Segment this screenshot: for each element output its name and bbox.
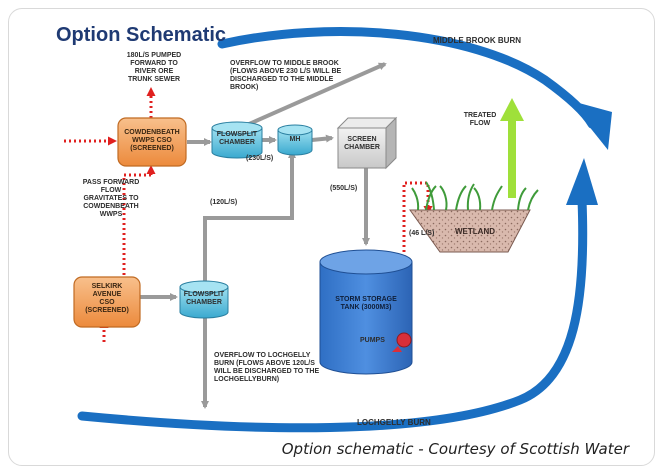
selkirk-node-label: SELKIRK AVENUE CSO (Screened) <box>85 283 129 315</box>
flowsplit-chamber-top <box>211 121 263 159</box>
flowsplit-bottom-label: FLOWSPLIT CHAMBER <box>183 291 225 307</box>
cowdenbeath-node-label: COWDENBEATH WwPS CSO (Screened) <box>124 129 180 153</box>
page-title: Option Schematic <box>56 24 227 46</box>
middle-brook-burn-label: MIDDLE BROOK BURN <box>433 36 521 45</box>
cowdenbeath-cso-node <box>117 117 187 167</box>
flow-46-label: (46 L/S) <box>409 230 435 237</box>
screen-chamber-label: SCREEN CHAMBER <box>344 136 380 152</box>
screen-chamber-cube <box>336 116 398 170</box>
middle-brook-river-arrow <box>217 27 612 150</box>
flow-230-label: (230L/S) <box>246 155 274 162</box>
pumped-forward-label: 180l/s PUMPED FORWARD TO RIVER ORE TRUNK… <box>126 52 182 84</box>
mh-label: MH <box>289 136 301 143</box>
pumps-label: PUMPS <box>360 337 385 344</box>
treated-flow-label: TREATED FLOW <box>463 112 497 128</box>
overflow-middle-brook-label: OVERFLOW TO MIDDLE BROOK (FLOWS ABOVE 23… <box>230 60 342 92</box>
process-arrows <box>140 62 387 409</box>
figure-caption: Option schematic - Courtesy of Scottish … <box>281 440 629 458</box>
selkirk-cso-node <box>73 276 141 328</box>
treated-flow-arrow <box>500 98 524 198</box>
flow-550-label: (550L/S) <box>330 185 358 192</box>
flowsplit-top-label: FLOWSPLIT CHAMBER <box>216 131 258 147</box>
overflow-lochgelly-label: OVERFLOW TO LOCHGELLY BURN (FLOWS ABOVE … <box>214 352 320 384</box>
flow-120-label: (120L/S) <box>210 199 238 206</box>
flowsplit-chamber-bottom <box>179 280 229 319</box>
wetland-label: WETLAND <box>455 227 495 236</box>
lochgelly-burn-label: LOCHGELLY BURN <box>357 418 431 427</box>
pass-forward-label: PASS FORWARD FLOW GRAVITATES TO COWDENBE… <box>82 179 140 219</box>
pump-icon <box>392 332 412 352</box>
storm-storage-tank <box>319 249 413 375</box>
wetland-bed <box>409 181 539 253</box>
mh-chamber <box>277 124 313 156</box>
tank-label: STORM STORAGE TANK (3000m3) <box>335 296 397 312</box>
lochgelly-river-arrow <box>77 158 598 433</box>
